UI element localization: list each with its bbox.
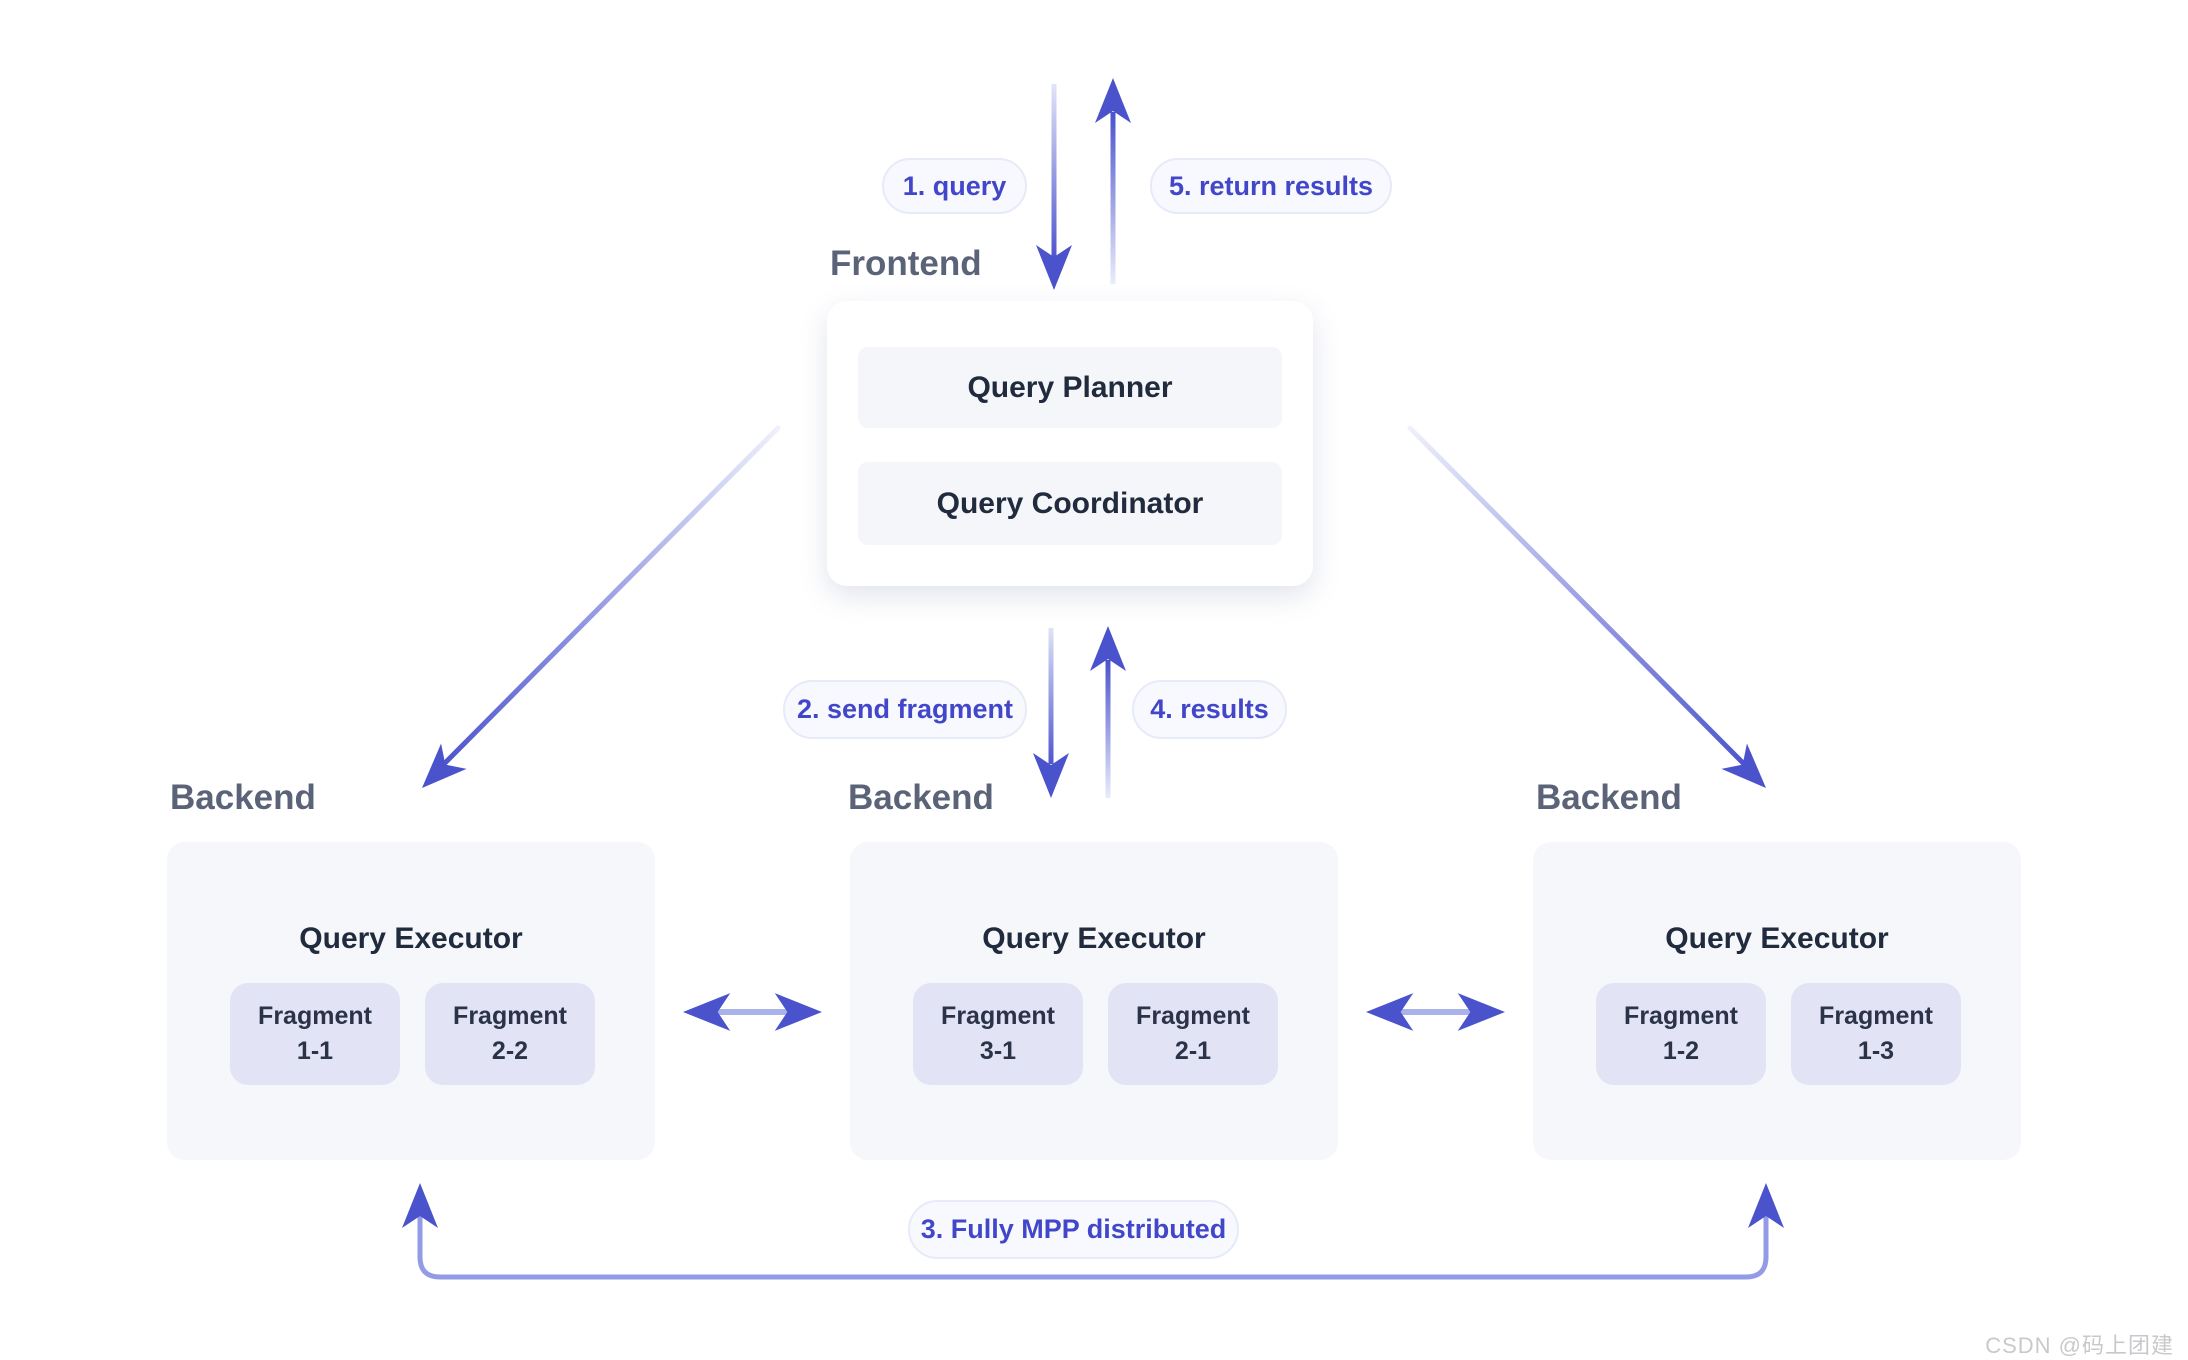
backend-right-box: Query Executor Fragment 1-2 Fragment 1-3 <box>1533 842 2021 1160</box>
query-coordinator-box: Query Coordinator <box>858 462 1282 545</box>
fragment-name: Fragment <box>1819 1002 1933 1030</box>
mpp-distributed-bracket-arrow-icon <box>402 1183 1784 1280</box>
fragment-name: Fragment <box>453 1002 567 1030</box>
query-down-arrow-icon <box>1036 84 1072 290</box>
backend-right-heading: Backend <box>1536 778 1682 817</box>
query-executor-title: Query Executor <box>1665 922 1889 955</box>
fragment-chip: Fragment 1-3 <box>1791 983 1961 1085</box>
left-middle-backend-double-arrow-icon <box>683 993 822 1031</box>
query-executor-title: Query Executor <box>982 922 1206 955</box>
fragment-name: Fragment <box>258 1002 372 1030</box>
backend-middle-box: Query Executor Fragment 3-1 Fragment 2-1 <box>850 842 1338 1160</box>
fragment-chip: Fragment 3-1 <box>913 983 1083 1085</box>
fragment-name: Fragment <box>941 1002 1055 1030</box>
fragment-name: Fragment <box>1136 1002 1250 1030</box>
frontend-to-right-backend-arrow-icon <box>1407 425 1779 801</box>
flow-label-results: 4. results <box>1132 680 1287 739</box>
query-planner-box: Query Planner <box>858 347 1282 428</box>
flow-label-return-results: 5. return results <box>1150 158 1392 214</box>
fragment-id: 2-2 <box>491 1037 529 1065</box>
backend-middle-heading: Backend <box>848 778 994 817</box>
flow-label-send-fragment: 2. send fragment <box>783 680 1027 739</box>
csdn-watermark: CSDN @码上团建 <box>1985 1333 2174 1358</box>
fragment-chip: Fragment 2-2 <box>425 983 595 1085</box>
fragment-chip: Fragment 2-1 <box>1108 983 1278 1085</box>
return-results-up-arrow-icon <box>1095 78 1131 284</box>
flow-label-query: 1. query <box>882 158 1027 214</box>
frontend-card: Query Planner Query Coordinator <box>827 301 1313 586</box>
backend-left-heading: Backend <box>170 778 316 817</box>
frontend-to-left-backend-arrow-icon <box>409 425 781 801</box>
backend-left-box: Query Executor Fragment 1-1 Fragment 2-2 <box>167 842 655 1160</box>
results-up-arrow-icon <box>1090 626 1126 798</box>
frontend-heading: Frontend <box>830 244 982 283</box>
fragment-id: 1-2 <box>1662 1037 1700 1065</box>
fragment-chip: Fragment 1-1 <box>230 983 400 1085</box>
middle-right-backend-double-arrow-icon <box>1366 993 1505 1031</box>
fragment-id: 3-1 <box>979 1037 1017 1065</box>
query-executor-title: Query Executor <box>299 922 523 955</box>
fragment-id: 2-1 <box>1174 1037 1212 1065</box>
flow-label-mpp-distributed: 3. Fully MPP distributed <box>908 1200 1239 1259</box>
send-fragment-down-arrow-icon <box>1033 628 1069 798</box>
fragment-id: 1-1 <box>296 1037 334 1065</box>
fragment-chip: Fragment 1-2 <box>1596 983 1766 1085</box>
fragment-id: 1-3 <box>1857 1037 1895 1065</box>
fragment-name: Fragment <box>1624 1002 1738 1030</box>
